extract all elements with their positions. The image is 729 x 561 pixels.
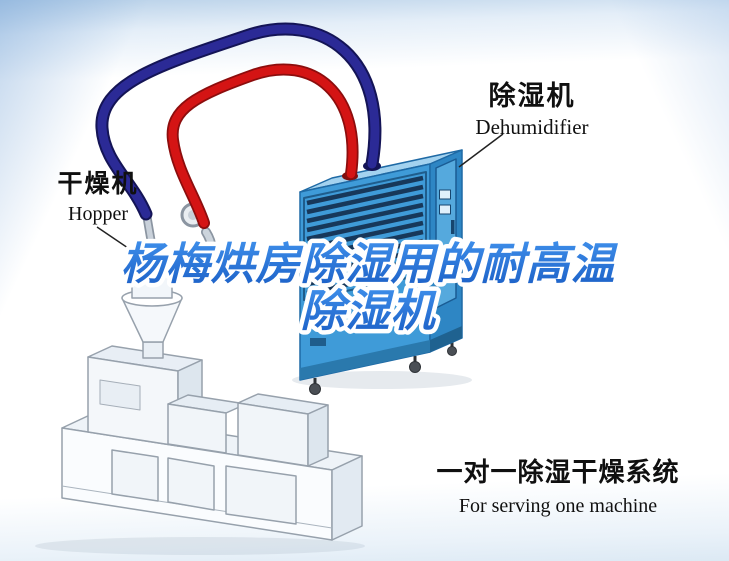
unit-box-a-front — [167, 403, 227, 454]
machine-panel-2 — [167, 457, 215, 511]
vent-slat — [306, 202, 424, 233]
vent-slat — [306, 247, 424, 278]
control-display — [439, 189, 451, 200]
unit-box-b-right — [307, 404, 329, 467]
dehumidifier-unit — [292, 149, 472, 395]
hopper-label: 干燥机 Hopper — [40, 164, 156, 226]
housing-detail-panel — [99, 379, 141, 411]
navy-hose — [97, 24, 380, 219]
machine-base-right — [331, 455, 363, 541]
unit-box-b-front — [237, 402, 309, 467]
return-pipe — [159, 228, 215, 270]
dehumidifier-shadow — [292, 371, 472, 389]
title-line-1: 杨梅烘房除湿用的耐高温 — [121, 240, 619, 289]
machine-panel-3 — [225, 465, 297, 525]
vent-grille — [306, 175, 424, 296]
hopper-pointer-line — [96, 226, 132, 251]
bottom-caption: 一对一除湿干燥系统 For serving one machine — [408, 452, 708, 518]
vent-slat — [306, 184, 424, 215]
title-line-2: 除湿机 — [301, 287, 438, 336]
bottom-caption-zh: 一对一除湿干燥系统 — [436, 457, 680, 487]
machine-shadow — [35, 537, 365, 555]
vent-slat — [306, 211, 424, 242]
hopper-label-en: Hopper — [68, 203, 128, 225]
dehumidifier-label: 除湿机 Dehumidifier — [448, 74, 616, 140]
vent-slat — [306, 229, 424, 260]
hopper-label-zh: 干燥机 — [57, 170, 139, 198]
dehumidifier-label-zh: 除湿机 — [488, 81, 576, 111]
hopper-fitting — [144, 214, 156, 255]
hopper-neck — [142, 341, 164, 359]
vent-slat — [306, 256, 424, 287]
control-switch — [439, 204, 451, 215]
unit-base-strip-right — [430, 326, 462, 352]
vent-slat — [306, 238, 424, 269]
vent-slat — [306, 175, 424, 206]
door-handle — [451, 220, 455, 234]
machine-panel-1 — [111, 449, 159, 502]
unit-base-strip-front — [300, 340, 430, 380]
vent-slat — [306, 265, 424, 296]
vent-slat — [306, 193, 424, 224]
unit-seam-line — [302, 289, 428, 319]
main-title: 杨梅烘房除湿用的耐高温 除湿机 — [116, 236, 622, 341]
dehumidifier-label-en: Dehumidifier — [475, 115, 589, 139]
unit-logo-plate — [310, 338, 326, 346]
bottom-caption-en: For serving one machine — [458, 495, 658, 517]
extruder-machine — [35, 202, 365, 555]
vent-frame — [303, 171, 427, 301]
dehumidifier-pointer-line — [458, 133, 504, 168]
vent-slat — [306, 220, 424, 251]
unit-nameplate — [353, 321, 377, 333]
red-hose — [168, 65, 357, 228]
hoses — [95, 22, 382, 229]
